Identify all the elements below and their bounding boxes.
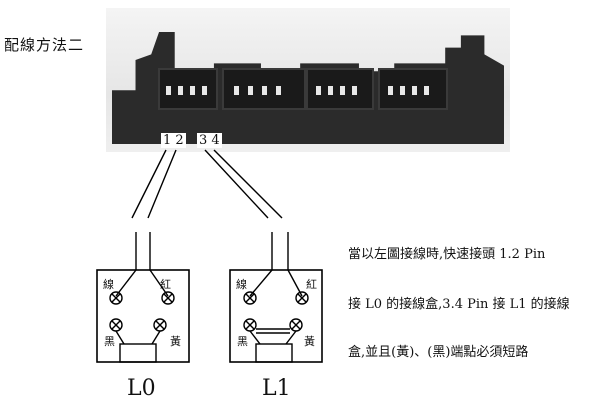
connector-slot (378, 68, 448, 110)
l0-label-black: 黑 (104, 335, 115, 348)
connector-slot (306, 68, 374, 110)
box-label-l0: L0 (127, 376, 156, 401)
note-line-2: 接 L0 的接線盒,3.4 Pin 接 L1 的接線 (348, 297, 570, 312)
l1-label-black: 黑 (237, 335, 248, 348)
page-title: 配線方法二 (4, 36, 85, 54)
l0-label-yellow: 黃 (170, 335, 181, 348)
l0-label-wire: 線 (103, 278, 114, 291)
junction-box-l1 (229, 232, 323, 363)
wire-pin-3 (204, 149, 269, 219)
junction-box-l0 (96, 232, 190, 363)
connector-slot (158, 68, 218, 110)
l0-label-red: 紅 (160, 278, 171, 291)
note-line-3: 盒,並且(黃)、(黑)端點必須短路 (348, 345, 529, 360)
pin-label-1-2: 1 2 (161, 133, 186, 148)
wire-pin-4 (213, 149, 283, 219)
l1-label-red: 紅 (306, 278, 317, 291)
l1-label-wire: 線 (236, 278, 247, 291)
connector-photo (106, 8, 510, 152)
note-line-1: 當以左圖接線時,快速接頭 1.2 Pin (348, 247, 546, 262)
box-label-l1: L1 (262, 376, 291, 401)
wire-pin-2 (147, 149, 177, 219)
connector-slot (222, 68, 306, 110)
wire-pin-1 (131, 149, 167, 219)
pin-label-3-4: 3 4 (197, 133, 222, 148)
l1-label-yellow: 黃 (304, 335, 315, 348)
